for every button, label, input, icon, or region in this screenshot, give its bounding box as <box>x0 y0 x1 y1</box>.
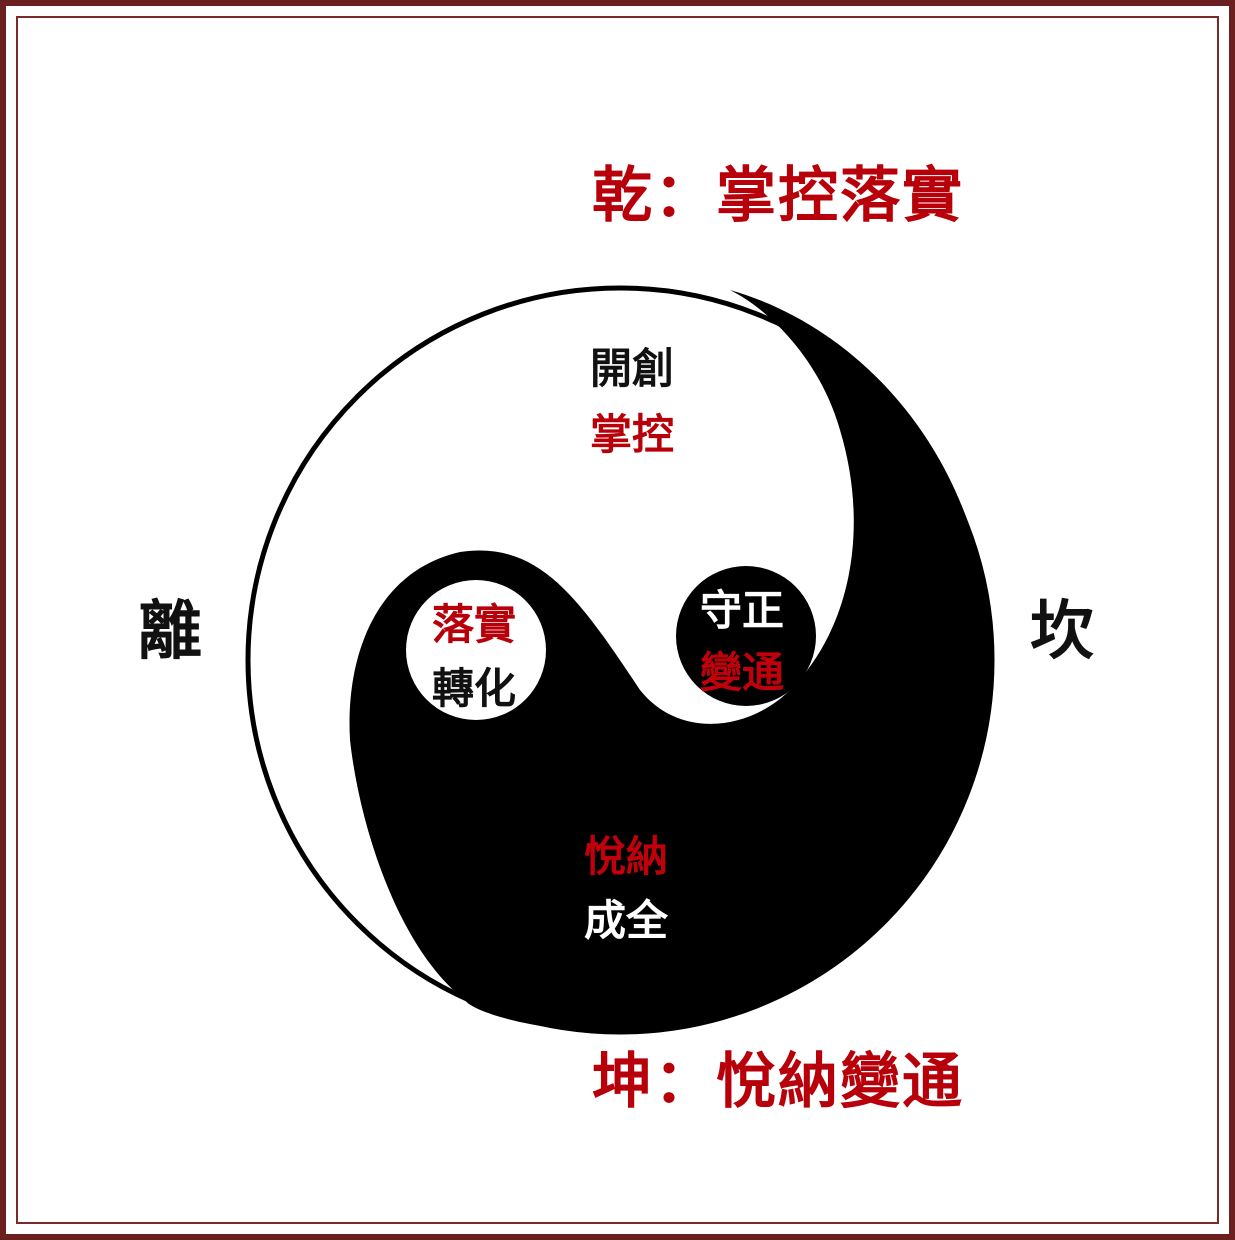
black-region-line1: 悅納 <box>584 832 669 881</box>
left-trigram-label: 離 <box>138 595 202 669</box>
white-region-line2: 掌控 <box>590 410 675 459</box>
black-eye-line1: 守正 <box>700 586 785 635</box>
taiji-black-eye <box>676 566 816 706</box>
black-eye-line2: 變通 <box>700 648 785 697</box>
white-region-line1: 開創 <box>590 344 675 393</box>
yin-yang-symbol <box>245 285 995 1035</box>
taiji-outline <box>245 285 995 1035</box>
inner-frame <box>16 16 1219 1224</box>
black-region-line2: 成全 <box>584 896 669 945</box>
top-title: 乾：掌控落實 <box>592 161 964 231</box>
white-eye-line1: 落實 <box>432 600 517 649</box>
right-trigram-label: 坎 <box>1030 595 1094 669</box>
bottom-title: 坤：悅納變通 <box>592 1047 964 1117</box>
white-eye-line2: 轉化 <box>432 664 517 713</box>
taiji-white-eye <box>406 580 546 720</box>
taiji-black-fish <box>349 290 992 1032</box>
